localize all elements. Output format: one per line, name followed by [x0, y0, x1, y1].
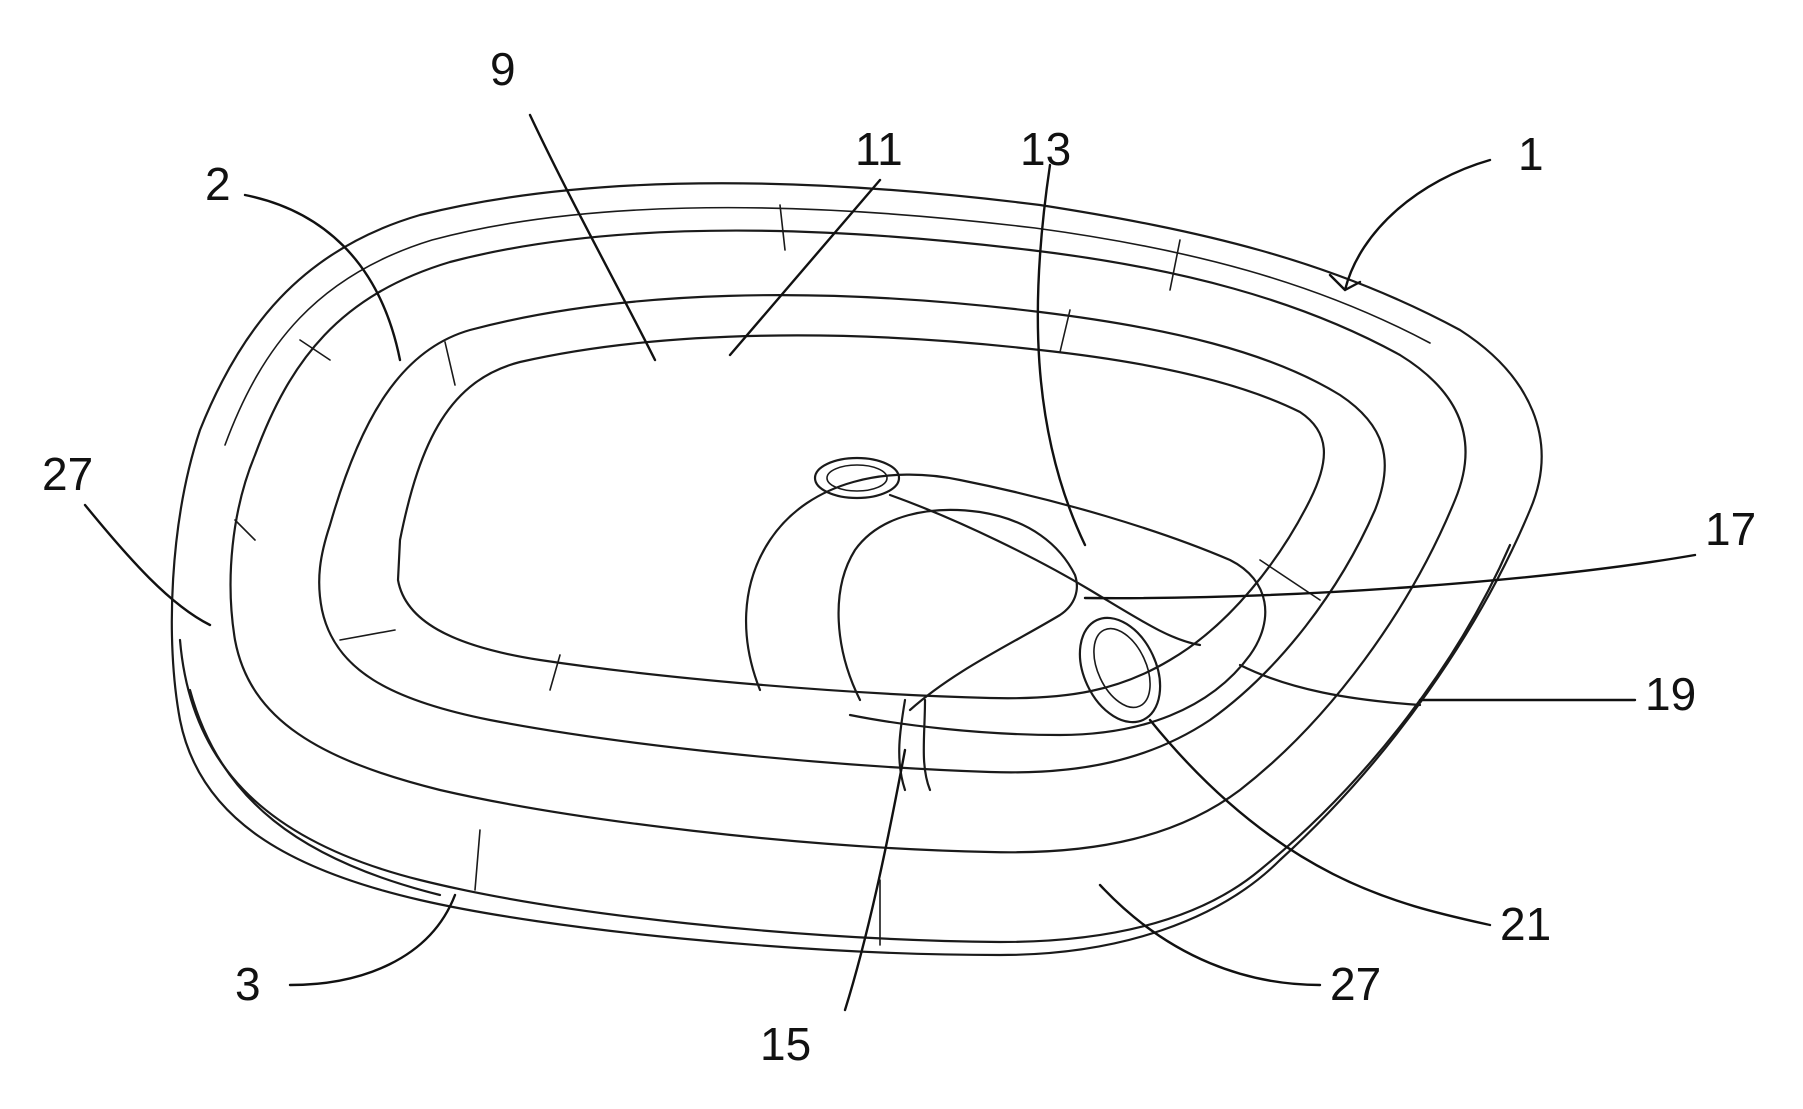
leader-27-front: [1100, 885, 1320, 985]
label-27-left: 27: [42, 448, 93, 500]
label-11: 11: [855, 123, 903, 175]
leader-15: [845, 750, 905, 1010]
leader-1: [1330, 160, 1490, 290]
leader-11: [730, 180, 880, 355]
label-17: 17: [1705, 503, 1756, 555]
label-3: 3: [235, 958, 261, 1010]
inner-rim: [231, 230, 1466, 852]
side-wall-base: [190, 690, 440, 895]
channel-shape: [839, 510, 1077, 710]
label-15: 15: [760, 1018, 811, 1070]
top-port-inner: [827, 465, 887, 491]
leader-17: [1085, 555, 1695, 598]
rim-step: [225, 208, 1430, 445]
raised-dome: [746, 475, 1265, 735]
label-2: 2: [205, 158, 231, 210]
leader-lines: [85, 115, 1695, 1010]
device-body: [172, 183, 1542, 955]
recess-wall-outer: [319, 295, 1385, 772]
side-port-inner: [1082, 620, 1161, 716]
label-13: 13: [1020, 123, 1071, 175]
leader-2: [245, 195, 400, 360]
label-19: 19: [1645, 668, 1696, 720]
leader-9: [530, 115, 655, 360]
label-27-front: 27: [1330, 958, 1381, 1010]
side-wall-lower: [180, 545, 1510, 942]
recess-wall-inner: [398, 335, 1324, 698]
label-1: 1: [1518, 128, 1544, 180]
outer-rim: [172, 183, 1542, 955]
reference-numerals: 1 2 3 9 11 13 15 17 19 21 27 27: [42, 43, 1756, 1070]
label-9: 9: [490, 43, 516, 95]
leader-27-left: [85, 505, 210, 625]
label-21: 21: [1500, 898, 1551, 950]
side-port-outer: [1064, 605, 1176, 735]
channel-conduit: [899, 700, 930, 790]
leader-3: [290, 895, 455, 985]
